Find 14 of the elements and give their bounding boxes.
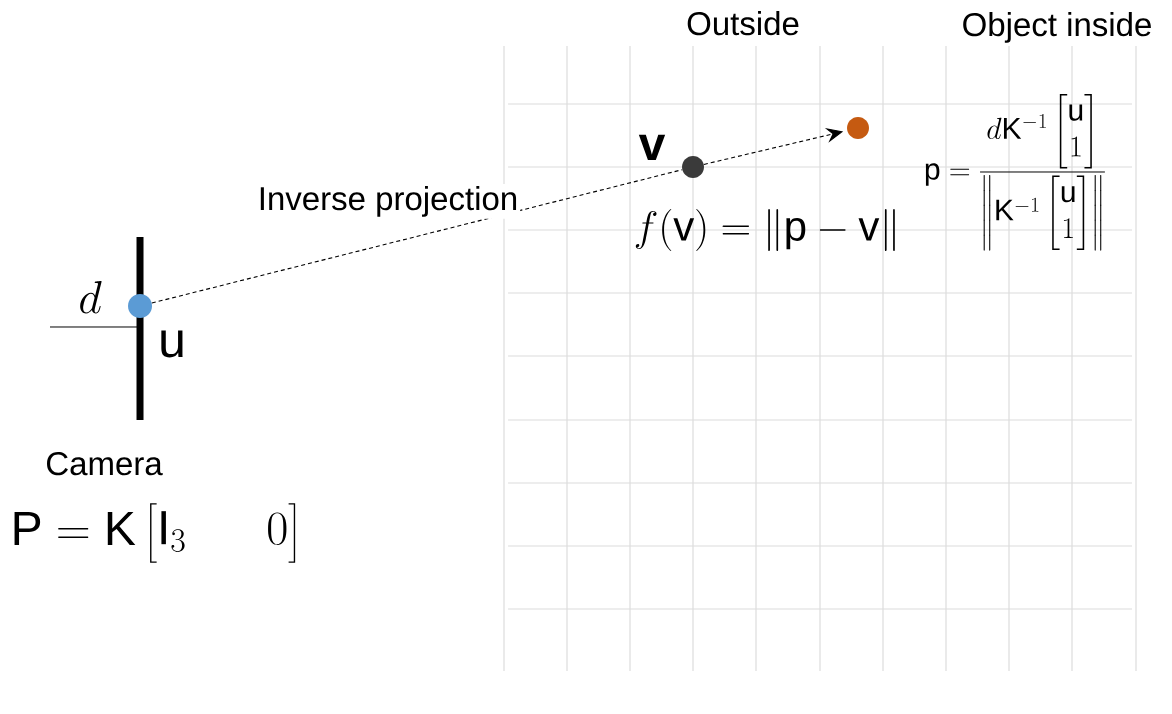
formula: $f(\mathrm{v})=\left\|\mathrm{p}-\mathrm{v}\right\|$ [635, 209, 895, 251]
dot [682, 156, 704, 178]
point-label: v [638, 134, 666, 160]
connector-line [151, 169, 683, 304]
region-label: Outside [687, 11, 799, 36]
region-label: Object inside [963, 12, 1151, 43]
point-label: u [161, 330, 183, 358]
dot [847, 117, 869, 139]
formula: $\mathrm{P}=\mathrm{K}\begin{bmatrix}\mathrm{I}_3 & 0\end{bmatrix}$ [14, 503, 296, 563]
edge-label: Inverse projection [255, 184, 521, 219]
camera-label: Camera [47, 451, 163, 476]
variable-label: $d$ [80, 281, 102, 314]
formula: $\mathrm{p}=\frac{d\mathrm{K}^{-1}\begin{bmatrix}\mathrm{u}\\1\end{bmatrix}}{\left\|\mathrm{K}^{-1}\begin{bmatrix}\mathrm{u}\\1\end{bmatrix}\right\|}$ [925, 93, 1105, 251]
dot [128, 294, 152, 318]
